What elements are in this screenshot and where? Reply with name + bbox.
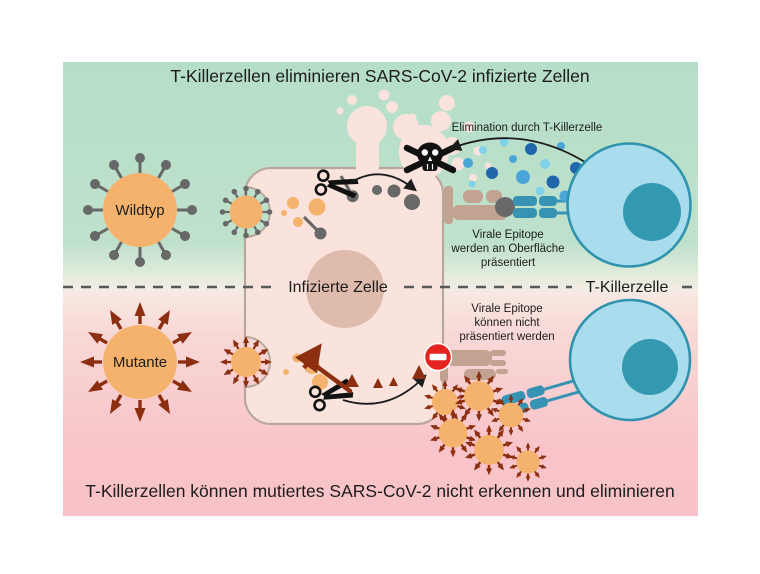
mutant-virus-entering (218, 334, 274, 390)
peptide-transport-arrow (349, 173, 417, 192)
mutant-epitope-triangles (345, 365, 426, 388)
t-killer-cell-label: T-Killerzelle (586, 279, 669, 296)
title-top: T-Killerzellen eliminieren SARS-CoV-2 in… (170, 66, 589, 86)
wildtyp-processing (281, 168, 420, 242)
wildtyp-virus-entering (218, 184, 274, 240)
apoptotic-blebs (336, 89, 492, 187)
mhc-empty-complex-bottom (423, 342, 579, 417)
mutant-virus: Mutante (78, 300, 202, 424)
no-entry-icon (423, 342, 453, 372)
svg-text:präsentiert: präsentiert (481, 257, 536, 269)
epitope-presented-annotation: Virale Epitope werden an Oberfläche präs… (450, 229, 564, 269)
mhc-epitope-complex-top (444, 186, 586, 224)
mutant-peptide-arrow (342, 374, 427, 405)
tcell-nucleus (623, 183, 681, 241)
wildtyp-body (103, 173, 177, 247)
svg-text:Virale Epitope: Virale Epitope (471, 303, 542, 315)
granzyme-dots (463, 137, 601, 202)
svg-text:präsentiert werden: präsentiert werden (459, 331, 554, 343)
cell-nucleus (306, 250, 384, 328)
tcr-receptor-bottom (501, 379, 579, 417)
elimination-arrow (448, 137, 601, 173)
infected-cell-label: Infizierte Zelle (288, 279, 388, 296)
mutant-protein-arrow (294, 343, 322, 374)
svg-text:Virale Epitope: Virale Epitope (472, 229, 543, 241)
wildtyp-virus: Wildtyp (81, 151, 199, 269)
tcell-nucleus (622, 339, 678, 395)
mutant-processing (283, 343, 427, 413)
title-bottom: T-Killerzellen können mutiertes SARS-CoV… (85, 481, 674, 501)
epitope-not-presented-annotation: Virale Epitope können nicht präsentiert … (459, 303, 554, 343)
mutant-label: Mutante (113, 354, 167, 371)
svg-text:können nicht: können nicht (474, 317, 540, 329)
t-killer-cell-top (566, 142, 692, 268)
elimination-annotation: Elimination durch T-Killerzelle (452, 122, 603, 134)
mutant-body (103, 325, 177, 399)
viral-epitope-dot (495, 197, 515, 217)
t-killer-cell-bottom (568, 298, 692, 422)
blocked-slash (309, 360, 353, 394)
svg-text:werden an Oberfläche: werden an Oberfläche (450, 243, 564, 255)
wildtyp-label: Wildtyp (115, 202, 164, 219)
